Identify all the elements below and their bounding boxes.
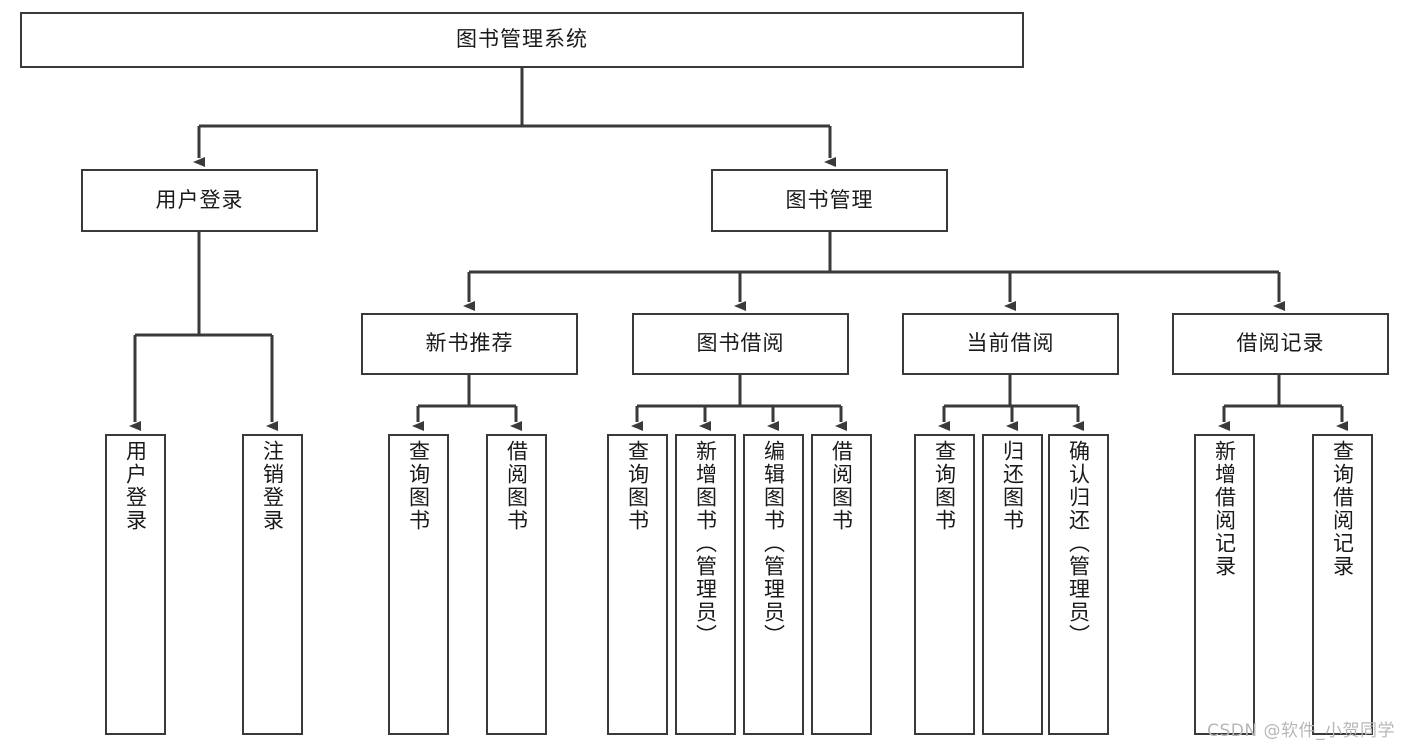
leaf-user-logout-label: 注销登录 <box>260 440 285 532</box>
leaf-confirm-return[interactable]: 确认归还（管理员） <box>1048 434 1109 735</box>
csdn-watermark: CSDN @软件_小贺同学 <box>1207 721 1395 741</box>
node-book-manage[interactable]: 图书管理 <box>711 169 948 232</box>
leaf-user-logout[interactable]: 注销登录 <box>242 434 303 735</box>
leaf-query-book-current[interactable]: 查询图书 <box>914 434 975 735</box>
leaf-borrow-book-recommend-label: 借阅图书 <box>504 440 529 532</box>
leaf-return-book-label: 归还图书 <box>1000 440 1025 532</box>
leaf-query-book-borrow[interactable]: 查询图书 <box>607 434 668 735</box>
node-user-login-label: 用户登录 <box>155 187 244 212</box>
node-root-label: 图书管理系统 <box>456 27 588 52</box>
leaf-return-book[interactable]: 归还图书 <box>982 434 1043 735</box>
leaf-query-book-recommend-label: 查询图书 <box>406 440 431 532</box>
node-current-borrow-label: 当前借阅 <box>966 331 1055 356</box>
leaf-borrow-book-label: 借阅图书 <box>829 440 854 532</box>
leaf-add-borrow-record[interactable]: 新增借阅记录 <box>1194 434 1255 735</box>
leaf-user-login[interactable]: 用户登录 <box>105 434 166 735</box>
node-root-book-management-system[interactable]: 图书管理系统 <box>20 12 1024 68</box>
node-user-login[interactable]: 用户登录 <box>81 169 318 232</box>
leaf-add-book-label: 新增图书（管理员） <box>693 440 718 647</box>
node-book-borrow-label: 图书借阅 <box>696 331 785 356</box>
node-new-book-recommend-label: 新书推荐 <box>425 331 514 356</box>
leaf-query-book-current-label: 查询图书 <box>932 440 957 532</box>
leaf-edit-book[interactable]: 编辑图书（管理员） <box>743 434 804 735</box>
node-current-borrow[interactable]: 当前借阅 <box>902 313 1119 375</box>
leaf-query-borrow-record[interactable]: 查询借阅记录 <box>1312 434 1373 735</box>
leaf-query-book-borrow-label: 查询图书 <box>625 440 650 532</box>
leaf-add-borrow-record-label: 新增借阅记录 <box>1212 440 1237 578</box>
node-book-borrow[interactable]: 图书借阅 <box>632 313 849 375</box>
leaf-user-login-label: 用户登录 <box>123 440 148 532</box>
node-borrow-record[interactable]: 借阅记录 <box>1172 313 1389 375</box>
leaf-borrow-book-recommend[interactable]: 借阅图书 <box>486 434 547 735</box>
leaf-add-book[interactable]: 新增图书（管理员） <box>675 434 736 735</box>
leaf-edit-book-label: 编辑图书（管理员） <box>761 440 786 647</box>
node-new-book-recommend[interactable]: 新书推荐 <box>361 313 578 375</box>
leaf-query-borrow-record-label: 查询借阅记录 <box>1330 440 1355 578</box>
leaf-borrow-book[interactable]: 借阅图书 <box>811 434 872 735</box>
leaf-query-book-recommend[interactable]: 查询图书 <box>388 434 449 735</box>
node-borrow-record-label: 借阅记录 <box>1236 331 1325 356</box>
node-book-manage-label: 图书管理 <box>785 187 874 212</box>
leaf-confirm-return-label: 确认归还（管理员） <box>1066 440 1091 647</box>
